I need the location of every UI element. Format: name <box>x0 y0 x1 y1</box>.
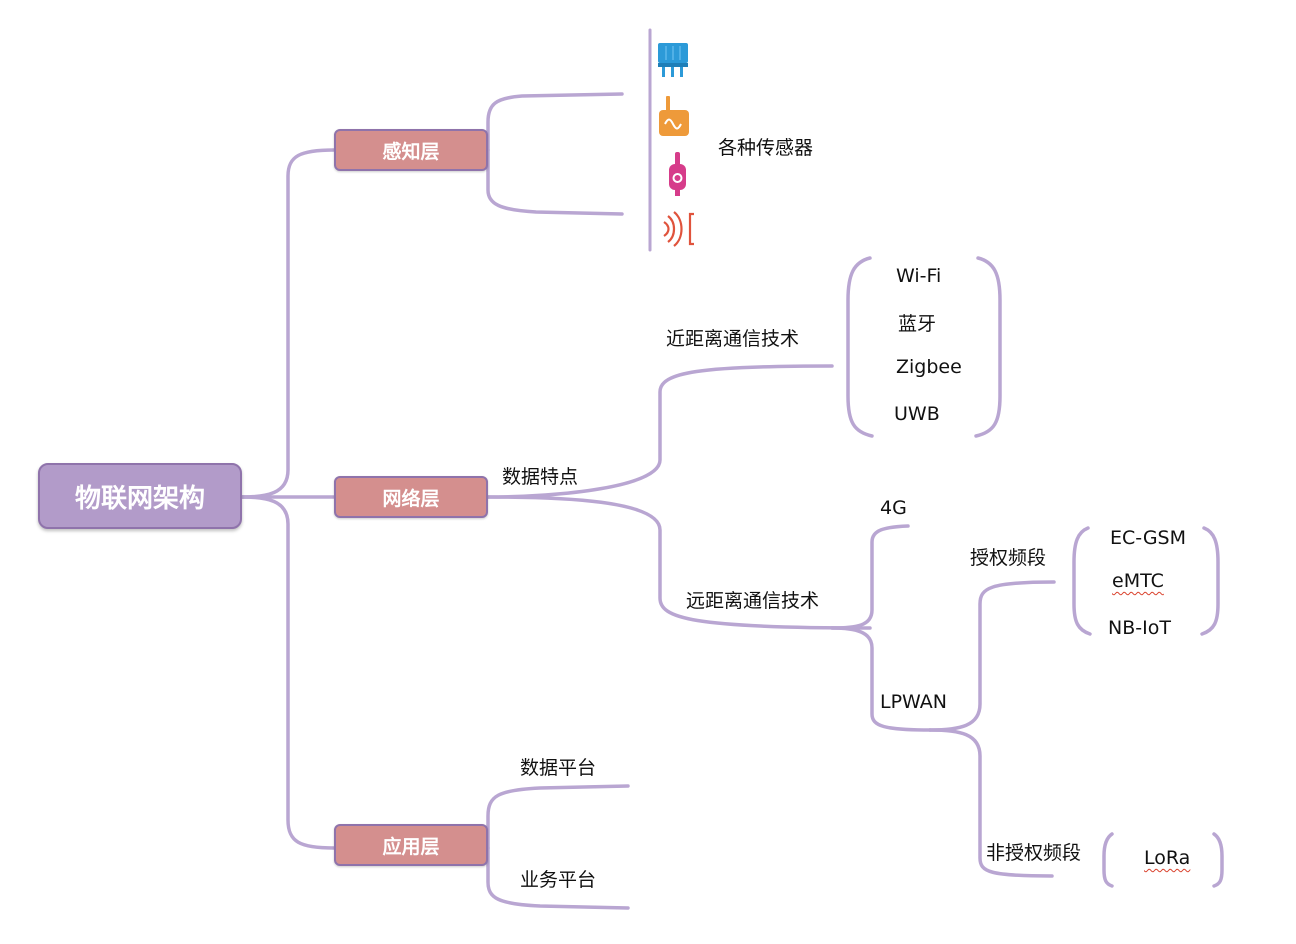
unlicensed-item: LoRa <box>1144 847 1191 869</box>
application-layer-node: 应用层 <box>334 824 488 866</box>
wireless-sensor-icon <box>659 96 689 136</box>
short-range-item: UWB <box>894 403 940 425</box>
chip-icon <box>658 43 688 77</box>
sensor-label: 各种传感器 <box>718 137 814 159</box>
long-range-label: 远距离通信技术 <box>686 590 820 612</box>
licensed-item: eMTC <box>1112 570 1164 592</box>
short-range-item: Zigbee <box>896 356 962 378</box>
probe-sensor-icon <box>669 152 686 196</box>
licensed-item: EC-GSM <box>1110 527 1186 549</box>
licensed-label: 授权频段 <box>970 547 1047 569</box>
application-item: 业务平台 <box>520 869 597 891</box>
root-node: 物联网架构 <box>38 463 242 529</box>
application-item: 数据平台 <box>520 757 597 779</box>
licensed-item: NB-IoT <box>1108 617 1171 639</box>
short-range-item: 蓝牙 <box>898 313 937 335</box>
fourg-label: 4G <box>880 497 907 519</box>
radar-sensor-icon <box>663 211 694 247</box>
unlicensed-label: 非授权频段 <box>986 842 1082 864</box>
perception-layer-node: 感知层 <box>334 129 488 171</box>
feature-label: 数据特点 <box>502 466 579 488</box>
lpwan-label: LPWAN <box>880 691 948 713</box>
short-range-item: Wi-Fi <box>896 265 942 287</box>
network-layer-node: 网络层 <box>334 476 488 518</box>
short-range-label: 近距离通信技术 <box>666 328 800 350</box>
